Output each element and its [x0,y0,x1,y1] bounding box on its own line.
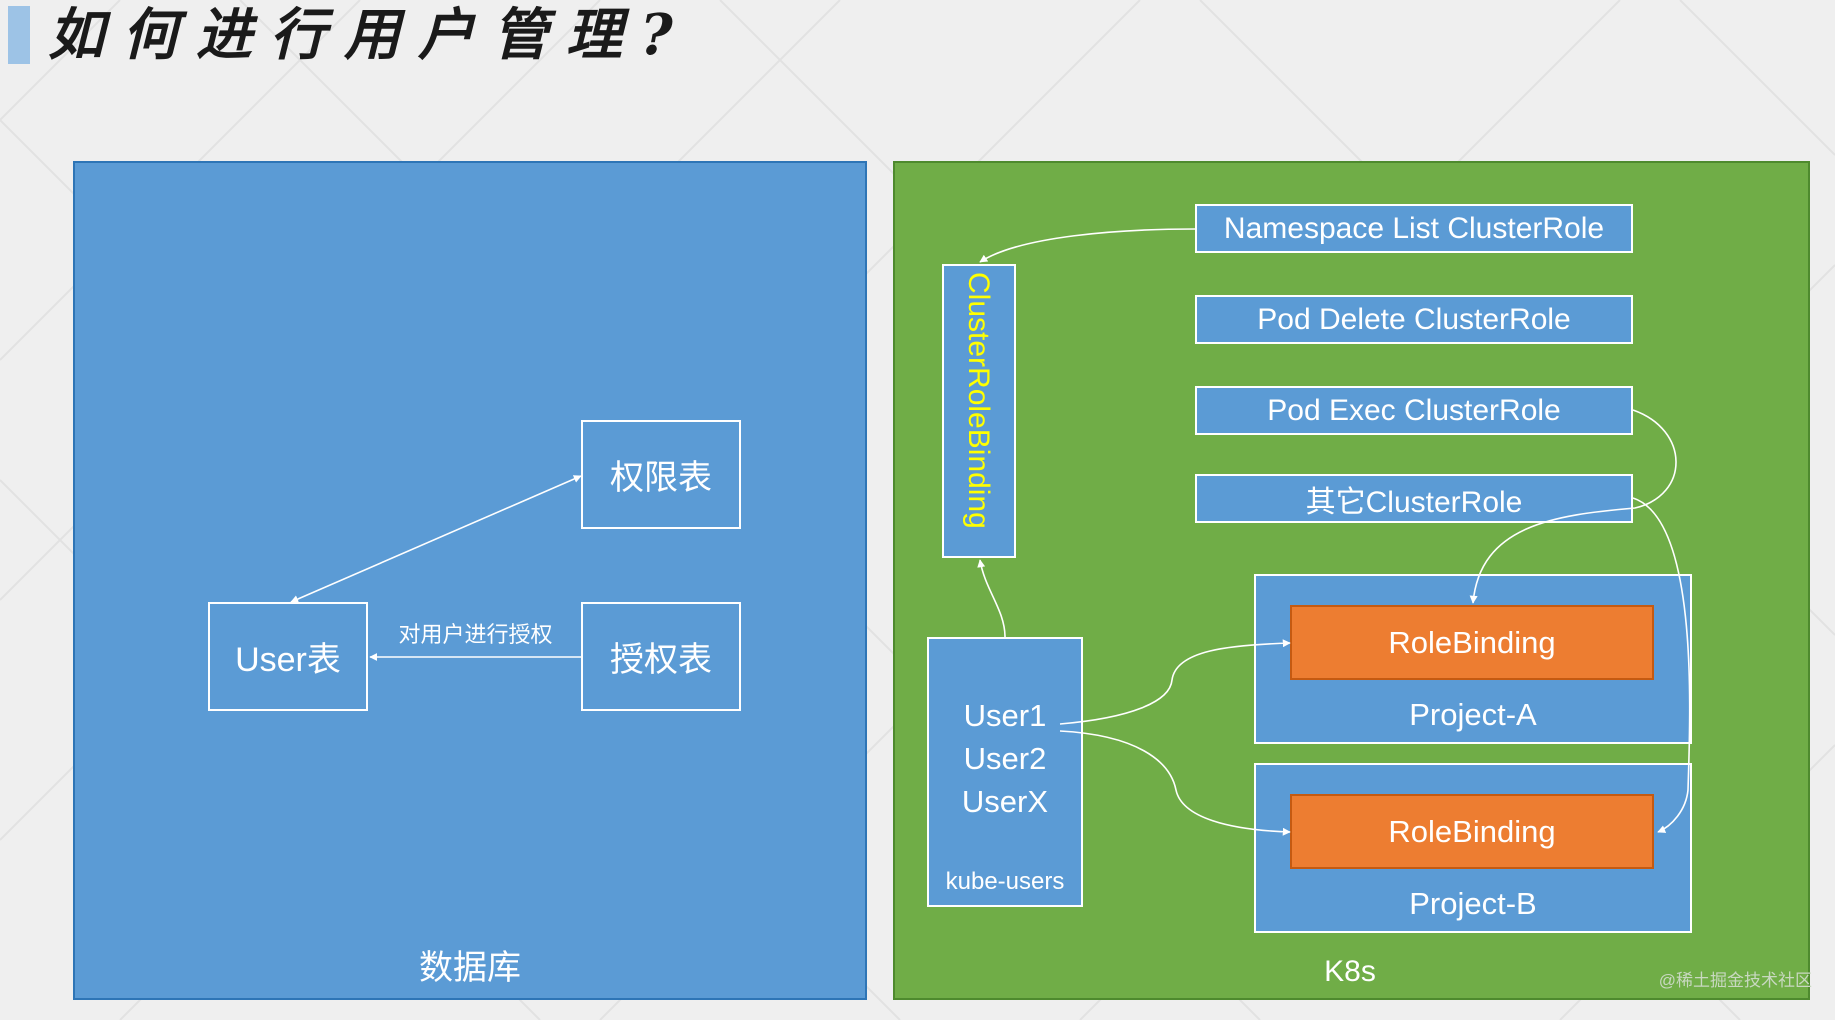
cluster-role-pod-delete: Pod Delete ClusterRole [1195,295,1633,344]
slide-title: 如何进行用户管理? [48,2,691,68]
cluster-role-label: Pod Exec ClusterRole [1267,393,1561,427]
cluster-role-other: 其它ClusterRole [1195,474,1633,523]
database-panel-label: 数据库 [419,949,521,987]
cluster-role-label: Namespace List ClusterRole [1223,211,1605,245]
users-group-label: kube-users [945,868,1065,895]
cluster-role-binding-box [942,264,1016,558]
project-a-label: Project-A [1409,697,1537,732]
auth-table-box: 授权表 [581,602,741,711]
project-b-label: Project-B [1409,886,1537,921]
rolebinding-label: RoleBinding [1388,813,1556,849]
cluster-role-label: Pod Delete ClusterRole [1257,302,1571,336]
cluster-role-namespace-list: Namespace List ClusterRole [1195,204,1633,253]
title-accent-bar [8,6,30,64]
watermark: @稀土掘金技术社区 [1658,971,1812,990]
project-b-rolebinding: RoleBinding [1290,794,1654,869]
user-1-label: User1 [963,698,1047,733]
cluster-role-pod-exec: Pod Exec ClusterRole [1195,386,1633,435]
user-2-label: User2 [963,741,1047,776]
auth-arrow-label: 对用户进行授权 [398,622,553,647]
user-table-box: User表 [208,602,368,711]
user-table-label: User表 [235,641,341,679]
database-panel [73,161,867,1000]
user-x-label: UserX [961,784,1049,819]
cluster-role-label: 其它ClusterRole [1305,485,1523,519]
rolebinding-label: RoleBinding [1388,624,1556,660]
project-a-rolebinding: RoleBinding [1290,605,1654,680]
permission-table-label: 权限表 [610,459,712,497]
users-box [927,637,1083,907]
permission-table-box: 权限表 [581,420,741,529]
cluster-role-binding-label: ClusterRoleBinding [962,272,995,529]
k8s-panel-label: K8s [1324,955,1376,988]
auth-table-label: 授权表 [610,641,712,679]
